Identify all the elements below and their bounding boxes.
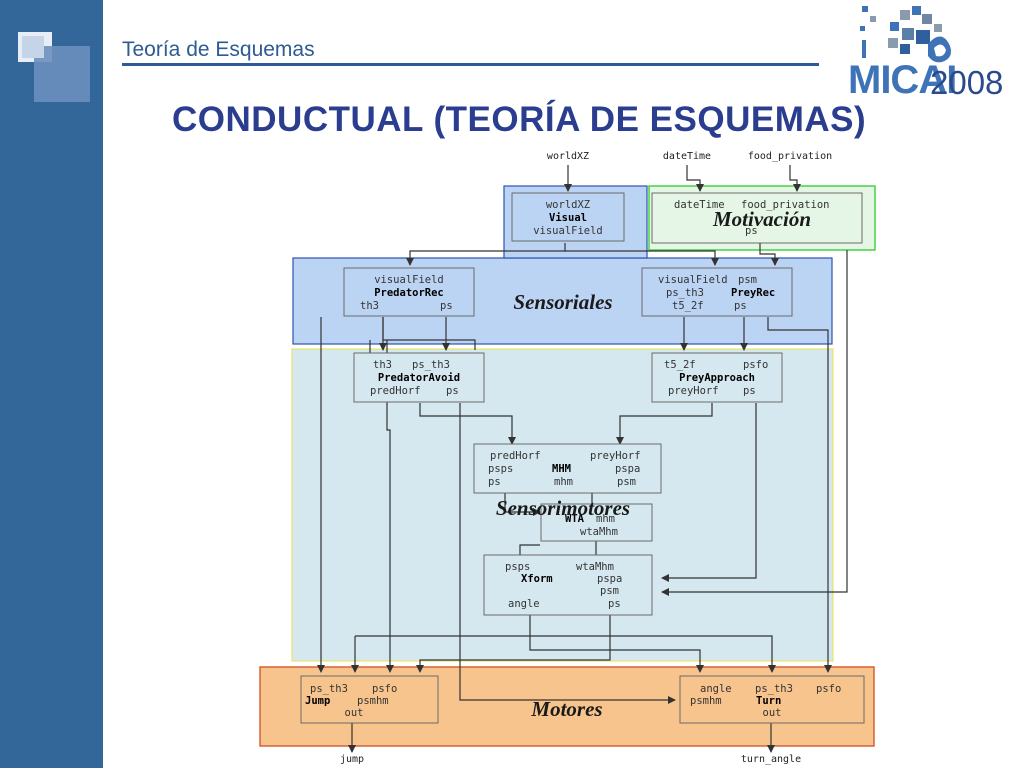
predatorrec-out-ps: ps [440, 300, 453, 312]
turn-out: out [763, 707, 782, 719]
preyrec-name: PreyRec [731, 287, 775, 299]
jump-in-psth3: ps_th3 [310, 683, 348, 695]
output-jump: jump [340, 754, 364, 765]
sidebar [0, 0, 103, 768]
xform-in-wtamhm: wtaMhm [576, 561, 614, 573]
predatoravoid-in-psth3: ps_th3 [412, 359, 450, 371]
xform-in-pspa: pspa [597, 573, 622, 585]
preyrec-out-t52f: t5_2f [672, 300, 704, 312]
xform-in-psm: psm [600, 585, 619, 597]
preyrec-in-psth3: ps_th3 [666, 287, 704, 299]
preyrec-box [641, 267, 793, 317]
turn-in-psth3: ps_th3 [755, 683, 793, 695]
wta-name: WTA [565, 513, 585, 525]
preyrec-in-psm: psm [738, 274, 757, 286]
jump-out: out [345, 707, 364, 719]
mhm-name: MHM [552, 463, 571, 475]
mhm-in-pspa: pspa [615, 463, 640, 475]
preyapproach-in-psfo: psfo [743, 359, 768, 371]
connections [317, 165, 848, 753]
preyrec-out-ps: ps [734, 300, 747, 312]
mhm-in-ps: ps [488, 476, 501, 488]
motivation-in-datetime: dateTime [674, 199, 725, 211]
turn-in-psmhm: psmhm [690, 695, 722, 707]
output-turn-angle: turn_angle [741, 754, 801, 765]
xform-in-ps: ps [608, 598, 621, 610]
page-title: CONDUCTUAL (TEORÍA DE ESQUEMAS) [172, 100, 867, 139]
preyapproach-in-t52f: t5_2f [664, 359, 696, 371]
predatoravoid-box [353, 352, 485, 403]
sidebar-decoration [18, 32, 90, 102]
motivation-box [651, 192, 863, 244]
turn-box [679, 675, 865, 724]
preyapproach-out-preyhorf: preyHorf [668, 385, 719, 397]
visual-in: worldXZ [546, 199, 590, 211]
xform-box [483, 554, 653, 616]
predatoravoid-in-th3: th3 [373, 359, 392, 371]
logo-word: MICAI [848, 58, 957, 102]
xform-out-angle: angle [508, 598, 540, 610]
predatorrec-name: PredatorRec [374, 287, 444, 299]
motivation-in-food: food_privation [741, 199, 830, 211]
motivation-out: ps [745, 225, 758, 237]
jump-box [300, 675, 439, 724]
header-subtitle: Teoría de Esquemas [122, 38, 315, 61]
xform-name: Xform [521, 573, 553, 585]
turn-in-angle: angle [700, 683, 732, 695]
preyapproach-name: PreyApproach [679, 372, 755, 384]
predatoravoid-out-predhorf: predHorf [370, 385, 421, 397]
predatoravoid-out-ps: ps [446, 385, 459, 397]
mhm-in-psps: psps [488, 463, 513, 475]
visual-out: visualField [533, 225, 603, 237]
turn-in-psfo: psfo [816, 683, 841, 695]
mhm-in-predhorf: predHorf [490, 450, 541, 462]
header-rule [122, 63, 819, 66]
visual-box [511, 192, 625, 242]
wta-out-wtamhm: wtaMhm [580, 526, 618, 538]
wta-box [540, 503, 653, 542]
mhm-box [473, 443, 662, 494]
schema-boxes [300, 192, 865, 724]
wta-in-mhm: mhm [596, 513, 615, 525]
xform-in-psps: psps [505, 561, 530, 573]
logo-year: 2008 [930, 64, 1004, 101]
visual-name: Visual [549, 212, 587, 224]
group-label-motivacion: Motivación [712, 207, 811, 231]
deco-square-3 [22, 36, 44, 58]
mhm-in-preyhorf: preyHorf [590, 450, 641, 462]
micai-logo: MICAI 2008 [842, 0, 1024, 105]
group-label-sensoriales: Sensoriales [513, 290, 612, 314]
input-food-privation: food_privation [748, 151, 832, 162]
mhm-out-mhm: mhm [554, 476, 573, 488]
jump-in-psmhm: psmhm [357, 695, 389, 707]
predatorrec-box [343, 267, 475, 317]
preyapproach-out-ps: ps [743, 385, 756, 397]
predatoravoid-name: PredatorAvoid [378, 372, 460, 384]
group-label-sensorimotores: Sensorimotores [496, 496, 630, 520]
logo-figure-icon [860, 6, 951, 63]
preyrec-in-visualfield: visualField [658, 274, 728, 286]
preyapproach-box [651, 352, 783, 403]
input-worldXZ: worldXZ [547, 151, 589, 162]
jump-name: Jump [305, 695, 330, 707]
jump-in-psfo: psfo [372, 683, 397, 695]
mhm-in-psm: psm [617, 476, 636, 488]
group-label-motores: Motores [530, 697, 602, 721]
predatorrec-in: visualField [374, 274, 444, 286]
turn-name: Turn [756, 695, 781, 707]
predatorrec-out-th3: th3 [360, 300, 379, 312]
input-dateTime: dateTime [663, 151, 711, 162]
